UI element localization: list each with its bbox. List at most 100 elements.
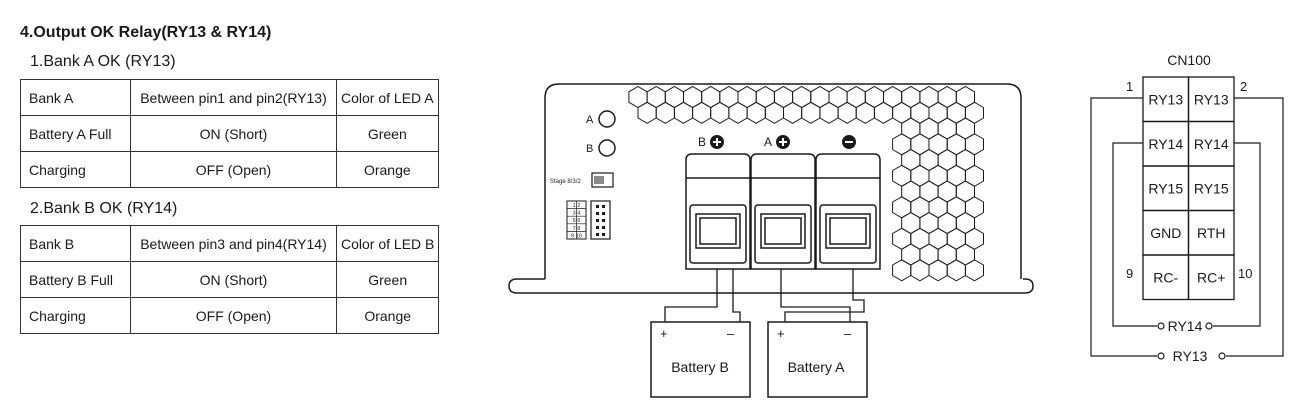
connector-cell-label: RY14 <box>1148 136 1183 152</box>
led-b: B <box>586 139 616 157</box>
table-row: Charging OFF (Open) Orange <box>20 297 440 334</box>
battery-b-minus: – <box>727 326 735 341</box>
mounting-flange <box>508 278 1034 294</box>
vent-hole <box>728 101 748 124</box>
terminal-b-label: B <box>698 135 706 149</box>
vent-hole <box>928 259 948 282</box>
connector-cell <box>1187 254 1235 301</box>
battery-a-plus: + <box>777 326 785 341</box>
dip-reference: 1 23 45 67 89 10 <box>566 200 587 240</box>
relay-loop-wires <box>1090 97 1284 360</box>
terminal-b-marker: B <box>698 135 724 149</box>
pin-9-label: 9 <box>1126 266 1133 281</box>
bank-a-title: 1.Bank A OK (RY13) <box>30 53 176 70</box>
table-cell: OFF (Open) <box>130 151 337 188</box>
vent-hole <box>855 101 875 124</box>
header-pin <box>602 219 605 222</box>
loop-ry14-label: RY14 <box>1168 318 1203 334</box>
pin-2-label: 2 <box>1240 79 1247 94</box>
header-pin <box>602 233 605 236</box>
table-cell: Green <box>335 261 440 298</box>
vent-hole <box>873 101 894 124</box>
table-header-cell: Bank A <box>20 79 131 116</box>
header-pin <box>596 205 599 208</box>
vent-hole <box>783 101 803 124</box>
vent-hole <box>801 101 821 124</box>
vent-hole <box>819 101 839 124</box>
vent-honeycomb <box>628 85 984 282</box>
connector-cell-label: GND <box>1150 225 1181 241</box>
table-header-row: Bank B Between pin3 and pin4(RY14) Color… <box>20 225 440 262</box>
stage-switch[interactable]: Stage 8/3/2 <box>550 172 614 188</box>
connector-cell-label: RY13 <box>1194 91 1229 107</box>
connector-cell-label: RC- <box>1153 269 1178 285</box>
terminal-a-label: A <box>764 135 772 149</box>
vent-hole <box>964 259 984 282</box>
vent-hole <box>692 101 712 124</box>
battery-b-plus: + <box>660 326 668 341</box>
connector-cell-label: RY15 <box>1194 180 1229 196</box>
table-cell: ON (Short) <box>130 115 337 152</box>
device-housing <box>544 83 1022 279</box>
battery-a: + – Battery A <box>767 321 868 398</box>
header-pin <box>602 205 605 208</box>
connector-cell-label: RC+ <box>1197 269 1225 285</box>
led-a-label: A <box>586 114 594 126</box>
battery-a-label: Battery A <box>788 359 845 375</box>
bank-b-title: 2.Bank B OK (RY14) <box>30 200 178 217</box>
vent-hole <box>837 101 857 124</box>
stage-switch-body <box>591 172 614 188</box>
pin-header <box>590 200 611 240</box>
bank-b-table: Bank B Between pin3 and pin4(RY14) Color… <box>20 225 440 334</box>
battery-b-label: Battery B <box>671 359 729 375</box>
terminal-b-plus <box>685 153 751 270</box>
table-cell: Orange <box>335 297 440 334</box>
stage-switch-label: Stage 8/3/2 <box>550 179 581 185</box>
led-a-indicator <box>598 110 616 128</box>
terminal-negative-marker <box>842 135 856 149</box>
connector-cell-label: RY15 <box>1148 180 1183 196</box>
header-pin <box>602 212 605 215</box>
header-pin <box>602 226 605 229</box>
terminal-negative <box>815 153 881 270</box>
table-cell: Charging <box>20 151 131 188</box>
section-title: 4.Output OK Relay(RY13 & RY14) <box>20 24 272 41</box>
vent-hole <box>892 259 912 282</box>
table-cell: Battery A Full <box>20 115 131 152</box>
header-pin <box>596 226 599 229</box>
vent-hole <box>710 101 730 124</box>
table-cell: Orange <box>336 151 439 188</box>
table-header-cell: Between pin3 and pin4(RY14) <box>130 225 337 262</box>
table-row: Battery A Full ON (Short) Green <box>20 115 439 152</box>
table-header-cell: Color of LED A <box>336 79 439 116</box>
table-cell: Charging <box>20 297 131 334</box>
header-pin <box>596 219 599 222</box>
charger-device <box>508 83 1034 294</box>
battery-b: + – Battery B <box>650 321 751 398</box>
terminal-a-marker: A <box>764 135 790 149</box>
vent-hole <box>764 101 784 124</box>
connector-cell-label: RTH <box>1197 225 1226 241</box>
terminal-a-plus <box>750 153 816 270</box>
led-a: A <box>586 110 616 128</box>
table-cell: Battery B Full <box>20 261 131 298</box>
loop-ry13-label: RY13 <box>1173 348 1208 364</box>
connector-title: CN100 <box>1167 52 1211 68</box>
table-row: Charging OFF (Open) Orange <box>20 151 439 188</box>
pin-10-label: 10 <box>1238 266 1252 281</box>
table-row: Battery B Full ON (Short) Green <box>20 261 440 298</box>
vent-hole <box>655 101 675 124</box>
connector-cell-label: RY14 <box>1194 136 1229 152</box>
battery-wiring <box>664 269 865 322</box>
battery-a-minus: – <box>844 326 852 341</box>
vent-hole <box>637 101 657 124</box>
header-pin <box>596 212 599 215</box>
led-b-label: B <box>586 143 593 155</box>
vent-hole <box>673 101 694 124</box>
led-b-indicator <box>598 139 616 157</box>
vent-hole <box>946 259 966 282</box>
vent-hole <box>910 259 930 282</box>
connector-cell-label: RY13 <box>1148 91 1183 107</box>
